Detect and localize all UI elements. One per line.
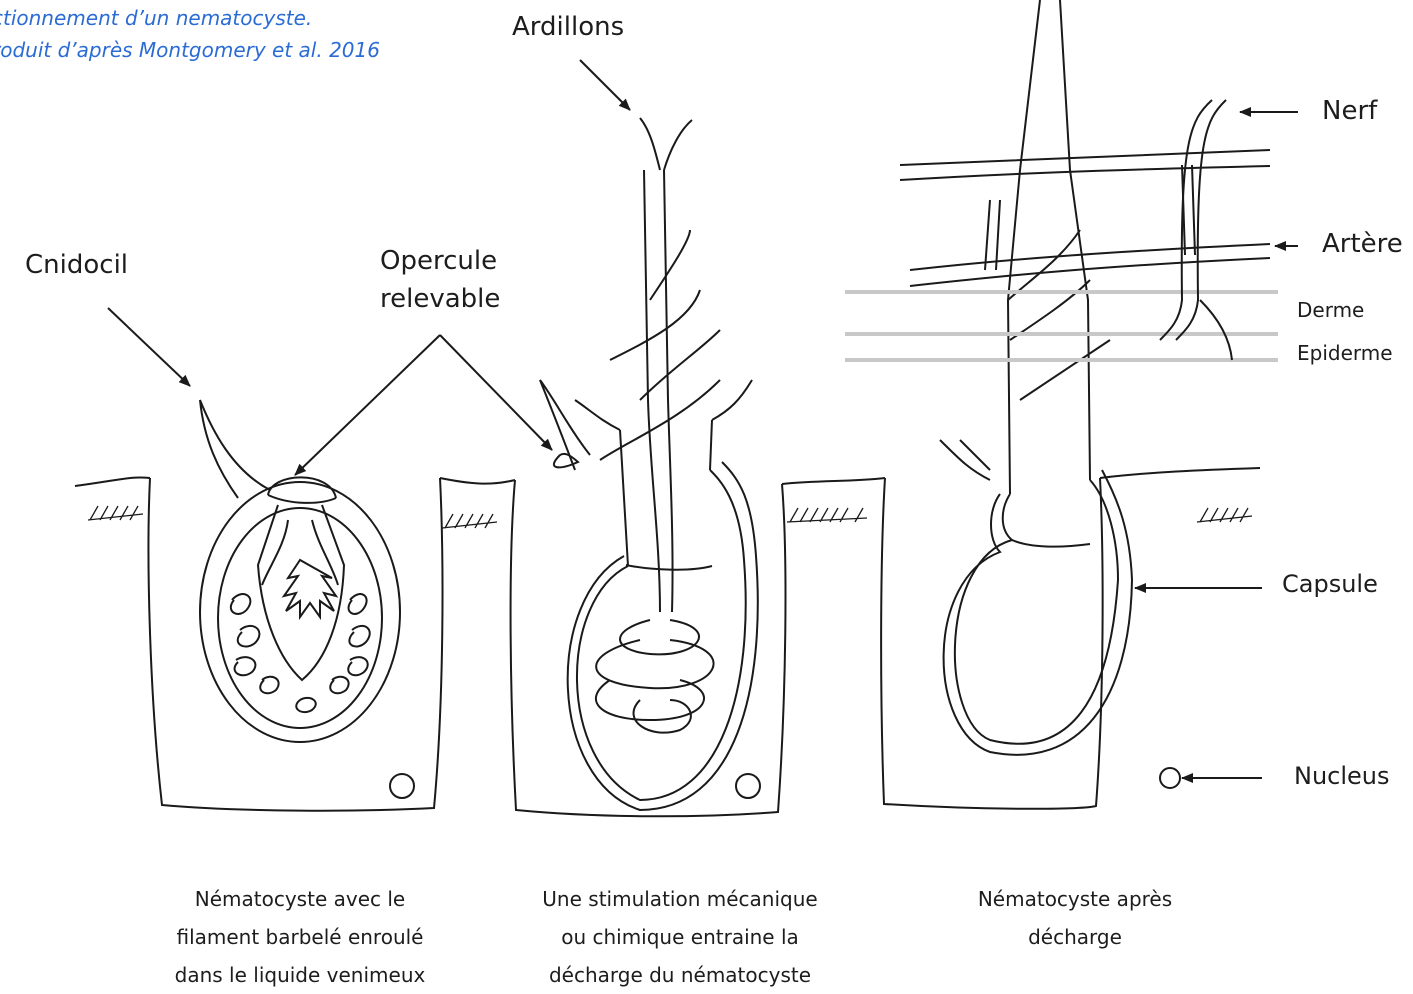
label-opercule-line-1: Opercule (380, 246, 497, 276)
label-nerf: Nerf (1322, 96, 1377, 126)
cell-2 (511, 118, 786, 816)
vessels (900, 100, 1270, 360)
label-derme: Derme (1297, 298, 1364, 322)
credit-line-2: roduit d’après Montgomery et al. 2016 (0, 34, 380, 66)
surface-hatching (88, 506, 1252, 528)
caption-2-line-1: Une stimulation mécanique (490, 880, 870, 918)
caption-stage-3: Nématocyste après décharge (900, 880, 1250, 956)
label-ardillons: Ardillons (512, 12, 624, 42)
caption-1-line-2: filament barbelé enroulé (120, 918, 480, 956)
caption-stage-1: Nématocyste avec le filament barbelé enr… (120, 880, 480, 994)
caption-1-line-3: dans le liquide venimeux (120, 956, 480, 994)
skin-surface (75, 468, 1260, 486)
caption-2-line-3: décharge du nématocyste (490, 956, 870, 994)
skin-layers (845, 292, 1278, 360)
figure-credit: ctionnement d’un nematocyste. roduit d’a… (0, 2, 380, 66)
cell-3 (881, 0, 1180, 809)
label-epiderme: Epiderme (1297, 341, 1393, 365)
label-cnidocil: Cnidocil (25, 250, 128, 280)
caption-2-line-2: ou chimique entraine la (490, 918, 870, 956)
caption-stage-2: Une stimulation mécanique ou chimique en… (490, 880, 870, 994)
caption-3-line-1: Nématocyste après (900, 880, 1250, 918)
label-nucleus: Nucleus (1294, 762, 1390, 790)
label-artere: Artère (1322, 229, 1403, 259)
cell-1 (149, 400, 443, 811)
caption-1-line-1: Nématocyste avec le (120, 880, 480, 918)
label-opercule-line-2: relevable (380, 284, 500, 314)
credit-line-1: ctionnement d’un nematocyste. (0, 2, 380, 34)
label-capsule: Capsule (1282, 570, 1378, 598)
caption-3-line-2: décharge (900, 918, 1250, 956)
